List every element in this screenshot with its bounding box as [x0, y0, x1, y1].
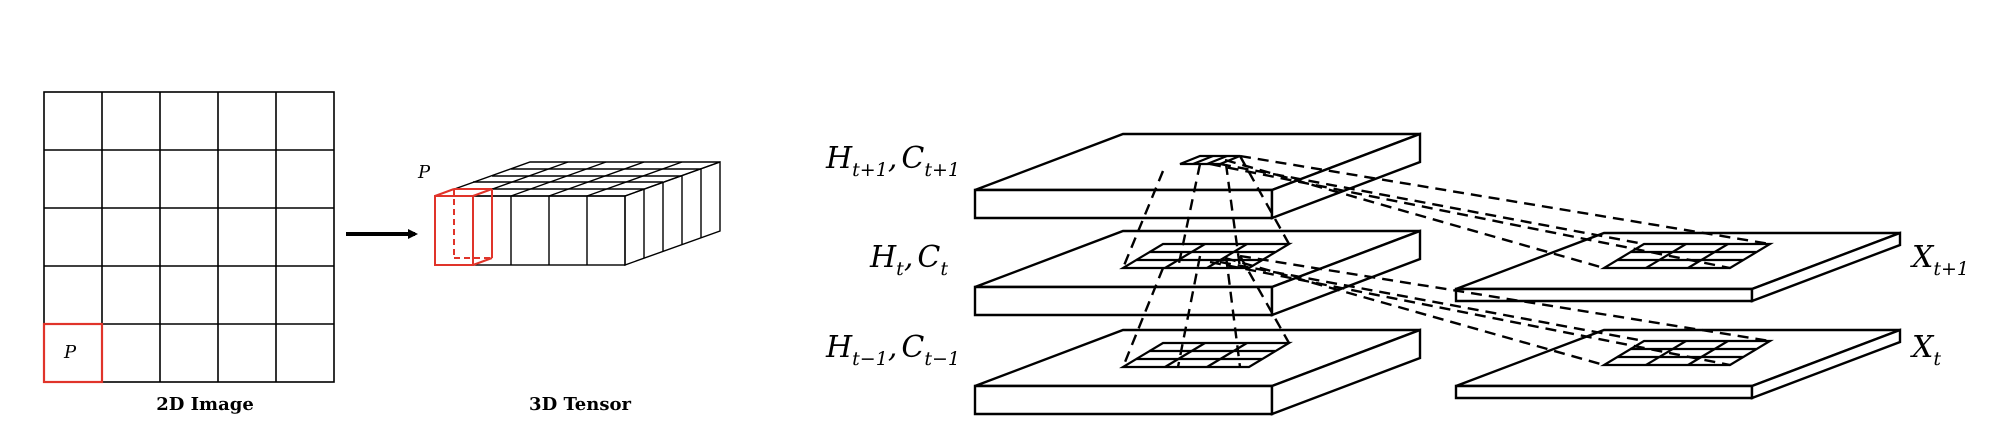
input-subscript: t+1	[1933, 258, 1969, 280]
image-caption: 2D Image	[156, 394, 254, 415]
input-symbol: X	[1910, 330, 1935, 365]
hidden-symbol: H	[825, 141, 853, 176]
kernel-patch-input-top	[1600, 242, 1774, 270]
separator: ,	[888, 330, 898, 365]
image-pixel-label: P	[63, 342, 77, 363]
hidden-symbol: H	[869, 240, 897, 275]
input-label-bottom: Xt	[1910, 330, 1941, 370]
hidden-subscript: t	[896, 258, 904, 280]
state-label-bottom: Ht−1,Ct−1	[825, 330, 960, 370]
cell-symbol: C	[901, 330, 924, 365]
state-to-state-connections	[1121, 155, 1291, 368]
tensor-highlight-column	[434, 188, 493, 266]
hidden-subscript: t+1	[852, 159, 888, 181]
input-to-state-connections	[1209, 154, 1771, 367]
cell-symbol: C	[917, 240, 940, 275]
state-label-mid: Ht,Ct	[869, 240, 948, 280]
input-symbol: X	[1910, 240, 1935, 275]
input-subscript: t	[1933, 348, 1941, 370]
input-label-top: Xt+1	[1910, 240, 1969, 280]
tensor-pixel-label: P	[417, 162, 431, 183]
hidden-symbol: H	[825, 330, 853, 365]
separator: ,	[904, 240, 914, 275]
kernel-patch-input-bottom	[1600, 339, 1774, 367]
cell-subscript: t+1	[924, 159, 960, 181]
cell-symbol: C	[901, 141, 924, 176]
hidden-subscript: t−1	[852, 348, 888, 370]
image-grid	[43, 91, 335, 383]
cell-subscript: t−1	[924, 348, 960, 370]
highlighted-pixel	[42, 322, 104, 384]
cell-subscript: t	[940, 258, 948, 280]
state-slab-mid	[973, 229, 1422, 317]
tensor-block	[434, 161, 721, 266]
state-label-top: Ht+1,Ct+1	[825, 141, 960, 181]
separator: ,	[888, 141, 898, 176]
tensor-caption: 3D Tensor	[529, 394, 631, 415]
